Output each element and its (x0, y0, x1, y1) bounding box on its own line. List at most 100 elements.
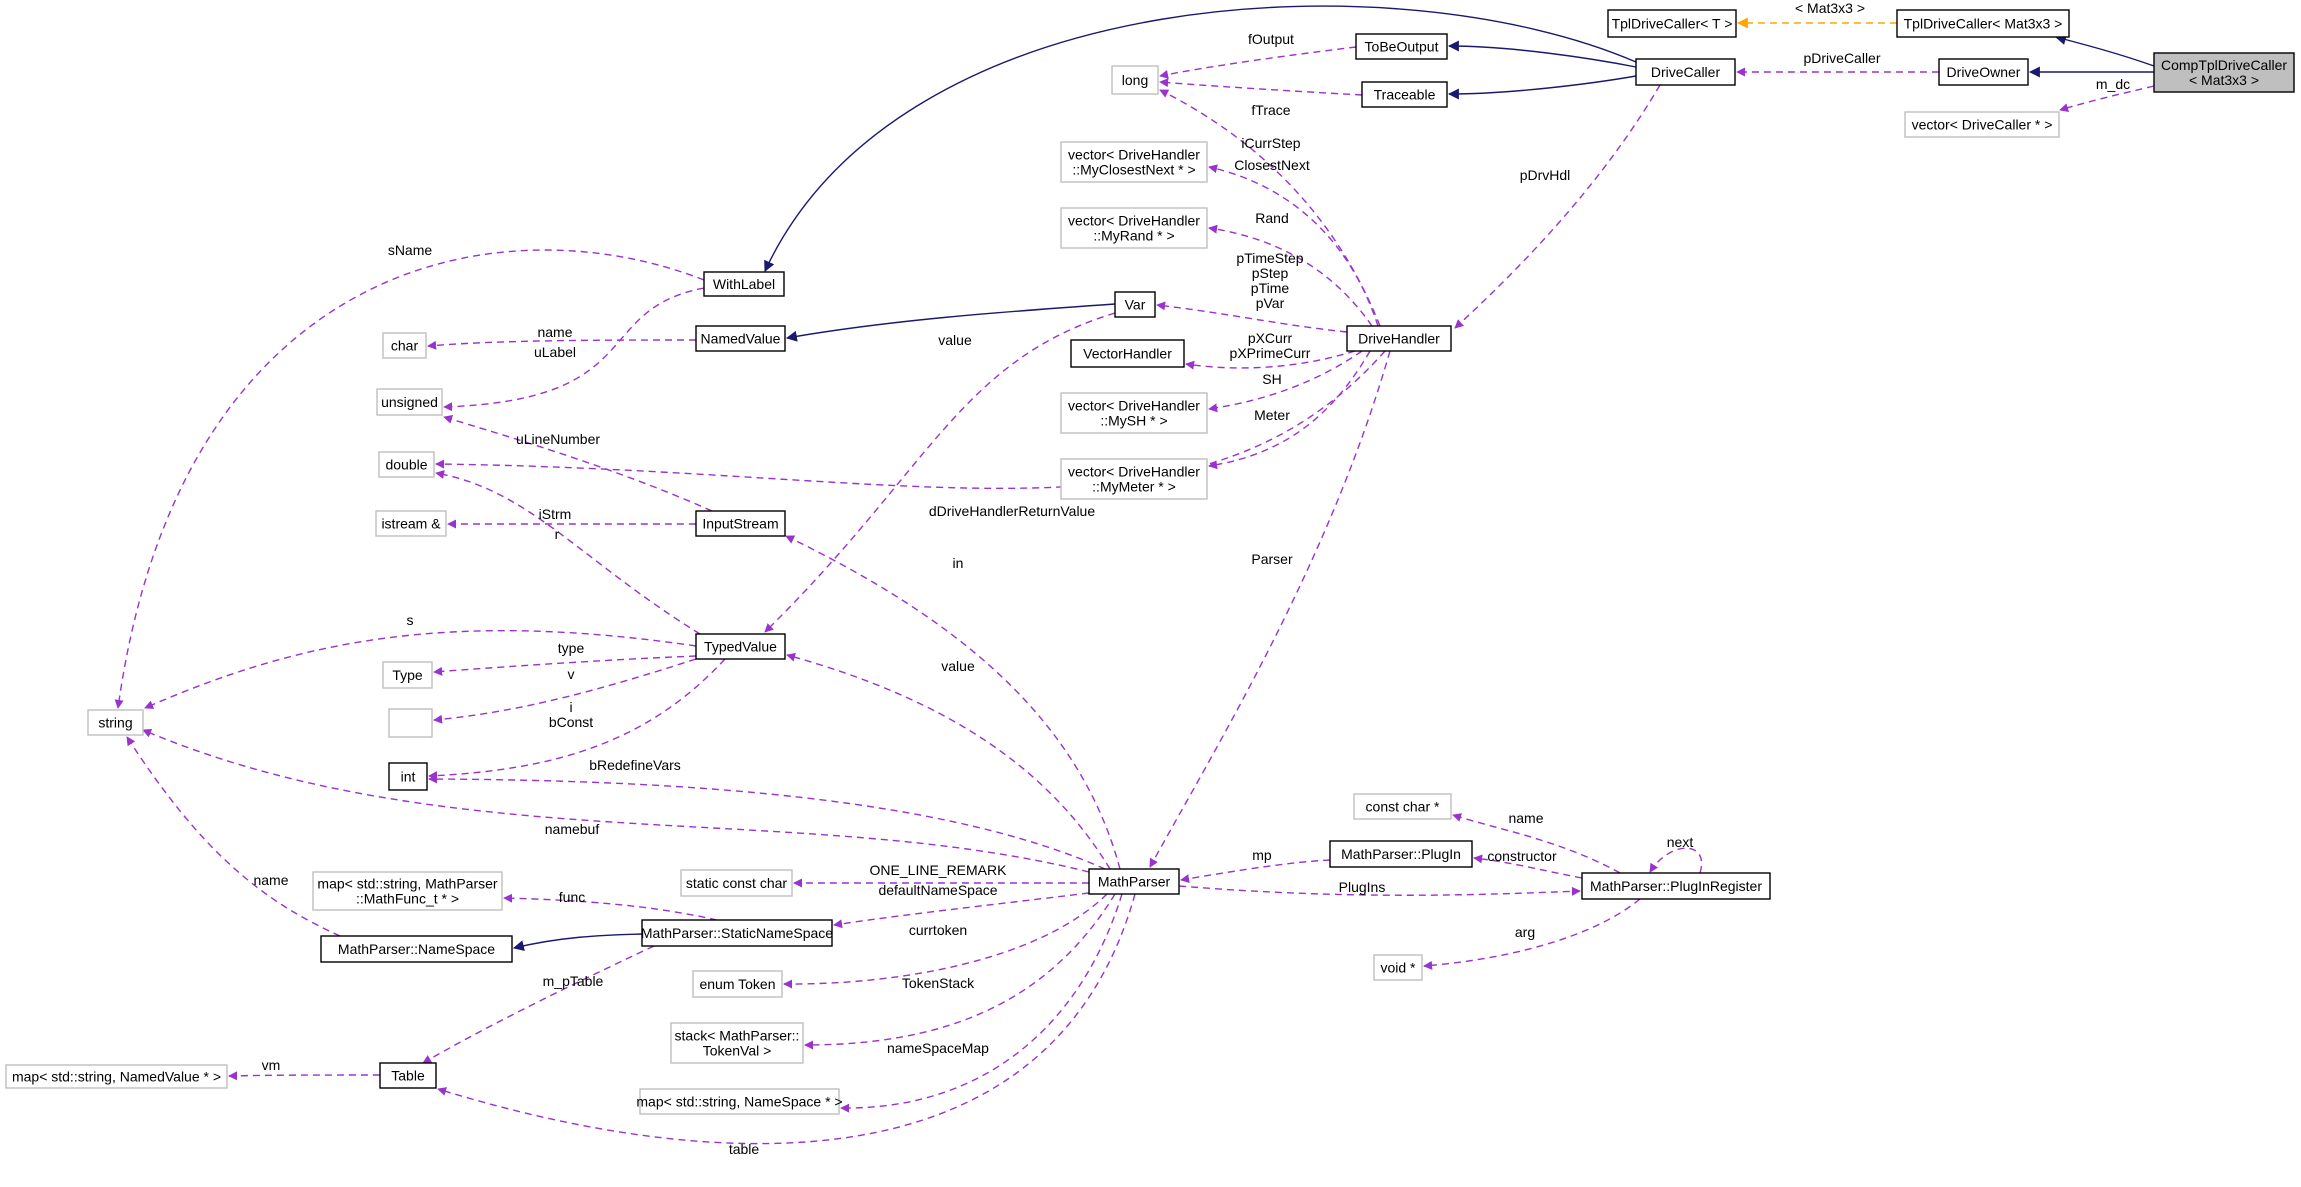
node-label: MathParser (1098, 874, 1171, 890)
node-traceable[interactable]: Traceable (1361, 81, 1448, 108)
node-box[interactable] (2153, 52, 2295, 93)
node-comp[interactable]: CompTplDriveCaller< Mat3x3 > (2153, 52, 2295, 93)
node-vec-drive-caller: vector< DriveCaller * > (1904, 111, 2060, 138)
node-type: Type (382, 661, 433, 689)
node-drive-owner[interactable]: DriveOwner (1938, 58, 2029, 86)
edge-mathParser-to-enumToken (783, 893, 1108, 989)
edge-driveHandler-to-var (1156, 301, 1348, 333)
edge-mathParser-to-stackTokenVal (804, 893, 1116, 1050)
node-with-label[interactable]: WithLabel (703, 271, 785, 297)
edge-label: fTrace (1251, 102, 1290, 118)
edge-label-line: pDriveCaller (1803, 50, 1880, 66)
node-label-line: < Mat3x3 > (2189, 72, 2259, 88)
edge-label: Rand (1255, 210, 1288, 226)
edge-var-to-namedValue (785, 303, 1116, 342)
node-label: vector< DriveHandler::MyMeter * > (1068, 464, 1200, 495)
edge-label: defaultNameSpace (878, 882, 997, 898)
node-box[interactable] (1938, 58, 2029, 86)
edge-mathParser-to-table (437, 893, 1136, 1145)
node-label-line: long (1122, 72, 1148, 88)
node-static-name-space[interactable]: MathParser::StaticNameSpace (641, 919, 833, 947)
node-typed-value[interactable]: TypedValue (695, 633, 786, 660)
node-box[interactable] (1329, 840, 1473, 868)
node-istream: istream & (375, 510, 447, 537)
node-label: WithLabel (713, 276, 775, 292)
node-named-value[interactable]: NamedValue (695, 325, 786, 352)
edge-label-line: < Mat3x3 > (1795, 0, 1865, 16)
edge-driveCaller-to-toBeOutput (1447, 40, 1637, 68)
node-label-line: string (98, 715, 132, 731)
node-label-line: MathParser (1098, 874, 1171, 890)
node-box[interactable] (1581, 872, 1771, 900)
node-math-parser[interactable]: MathParser (1088, 868, 1180, 895)
node-label: unsigned (381, 394, 438, 410)
node-label-line: ::MathFunc_t * > (356, 891, 459, 907)
node-name-space[interactable]: MathParser::NameSpace (320, 935, 513, 963)
edge-label-line: vm (262, 1057, 281, 1073)
node-label-line: vector< DriveHandler (1068, 147, 1200, 163)
node-box[interactable] (1896, 9, 2070, 38)
node-label-line: TokenVal > (703, 1043, 772, 1059)
node-box[interactable] (1070, 339, 1185, 368)
node-box[interactable] (1361, 81, 1448, 108)
node-box (1060, 207, 1208, 249)
edge-labels-layer: < Mat3x3 >m_dcpDriveCallerfOutputfTracei… (253, 0, 2130, 1157)
node-double: double (378, 451, 435, 478)
edge-staticNameSpace-to-nameSpace (512, 933, 643, 952)
node-box[interactable] (695, 325, 786, 352)
edge-label-line: iStrm (539, 506, 572, 522)
edge-label-line: TokenStack (902, 975, 975, 991)
node-label-line: TplDriveCaller< T > (1612, 16, 1733, 32)
node-box[interactable] (1355, 33, 1448, 60)
node-tpl-t[interactable]: TplDriveCaller< T > (1607, 9, 1737, 38)
node-box (378, 451, 435, 478)
node-box[interactable] (320, 935, 513, 963)
edge-label-line: name (1508, 810, 1543, 826)
edge-label: type (558, 640, 585, 656)
node-box[interactable] (641, 919, 833, 947)
node-box[interactable] (695, 633, 786, 660)
node-box[interactable] (695, 510, 786, 537)
node-input-stream[interactable]: InputStream (695, 510, 786, 537)
node-label: TypedValue (704, 639, 777, 655)
node-label-line: CompTplDriveCaller (2161, 57, 2287, 73)
node-char: char (382, 332, 427, 359)
edge-typedValue-to-int (428, 658, 726, 781)
node-box[interactable] (1635, 58, 1736, 86)
node-int[interactable]: int (388, 762, 428, 791)
node-vector-handler[interactable]: VectorHandler (1070, 339, 1185, 368)
edge-mathParser-to-string (142, 729, 1090, 873)
edge-label-line: next (1667, 834, 1694, 850)
node-table[interactable]: Table (379, 1062, 437, 1089)
node-label-line: ::MySH * > (1100, 413, 1167, 429)
node-tpl-mat[interactable]: TplDriveCaller< Mat3x3 > (1896, 9, 2070, 38)
edge-label-line: defaultNameSpace (878, 882, 997, 898)
node-label: istream & (381, 516, 441, 532)
edge-label-line: uLabel (534, 344, 576, 360)
node-map-named-value: map< std::string, NamedValue * > (5, 1064, 228, 1089)
node-box[interactable] (1114, 291, 1156, 318)
node-box[interactable] (1607, 9, 1737, 38)
node-to-be-output[interactable]: ToBeOutput (1355, 33, 1448, 60)
node-vec-meter: vector< DriveHandler::MyMeter * > (1060, 458, 1208, 500)
node-box[interactable] (388, 762, 428, 791)
node-drive-caller[interactable]: DriveCaller (1635, 58, 1736, 86)
edge-driveCaller-to-driveHandler (1454, 84, 1661, 329)
node-label-line: char (391, 338, 419, 354)
node-plug-in-register[interactable]: MathParser::PlugInRegister (1581, 872, 1771, 900)
node-box[interactable] (703, 271, 785, 297)
node-drive-handler[interactable]: DriveHandler (1346, 325, 1452, 352)
node-box[interactable] (1088, 868, 1180, 895)
edge-label: dDriveHandlerReturnValue (929, 503, 1095, 519)
node-var[interactable]: Var (1114, 291, 1156, 318)
node-label-line: ::MyRand * > (1093, 228, 1174, 244)
node-plug-in[interactable]: MathParser::PlugIn (1329, 840, 1473, 868)
node-box[interactable] (1346, 325, 1452, 352)
node-label: Traceable (1374, 87, 1436, 103)
node-box[interactable] (379, 1062, 437, 1089)
edge-label: ClosestNext (1234, 157, 1310, 173)
edge-label-line: table (729, 1141, 760, 1157)
edge-label: sName (388, 242, 433, 258)
